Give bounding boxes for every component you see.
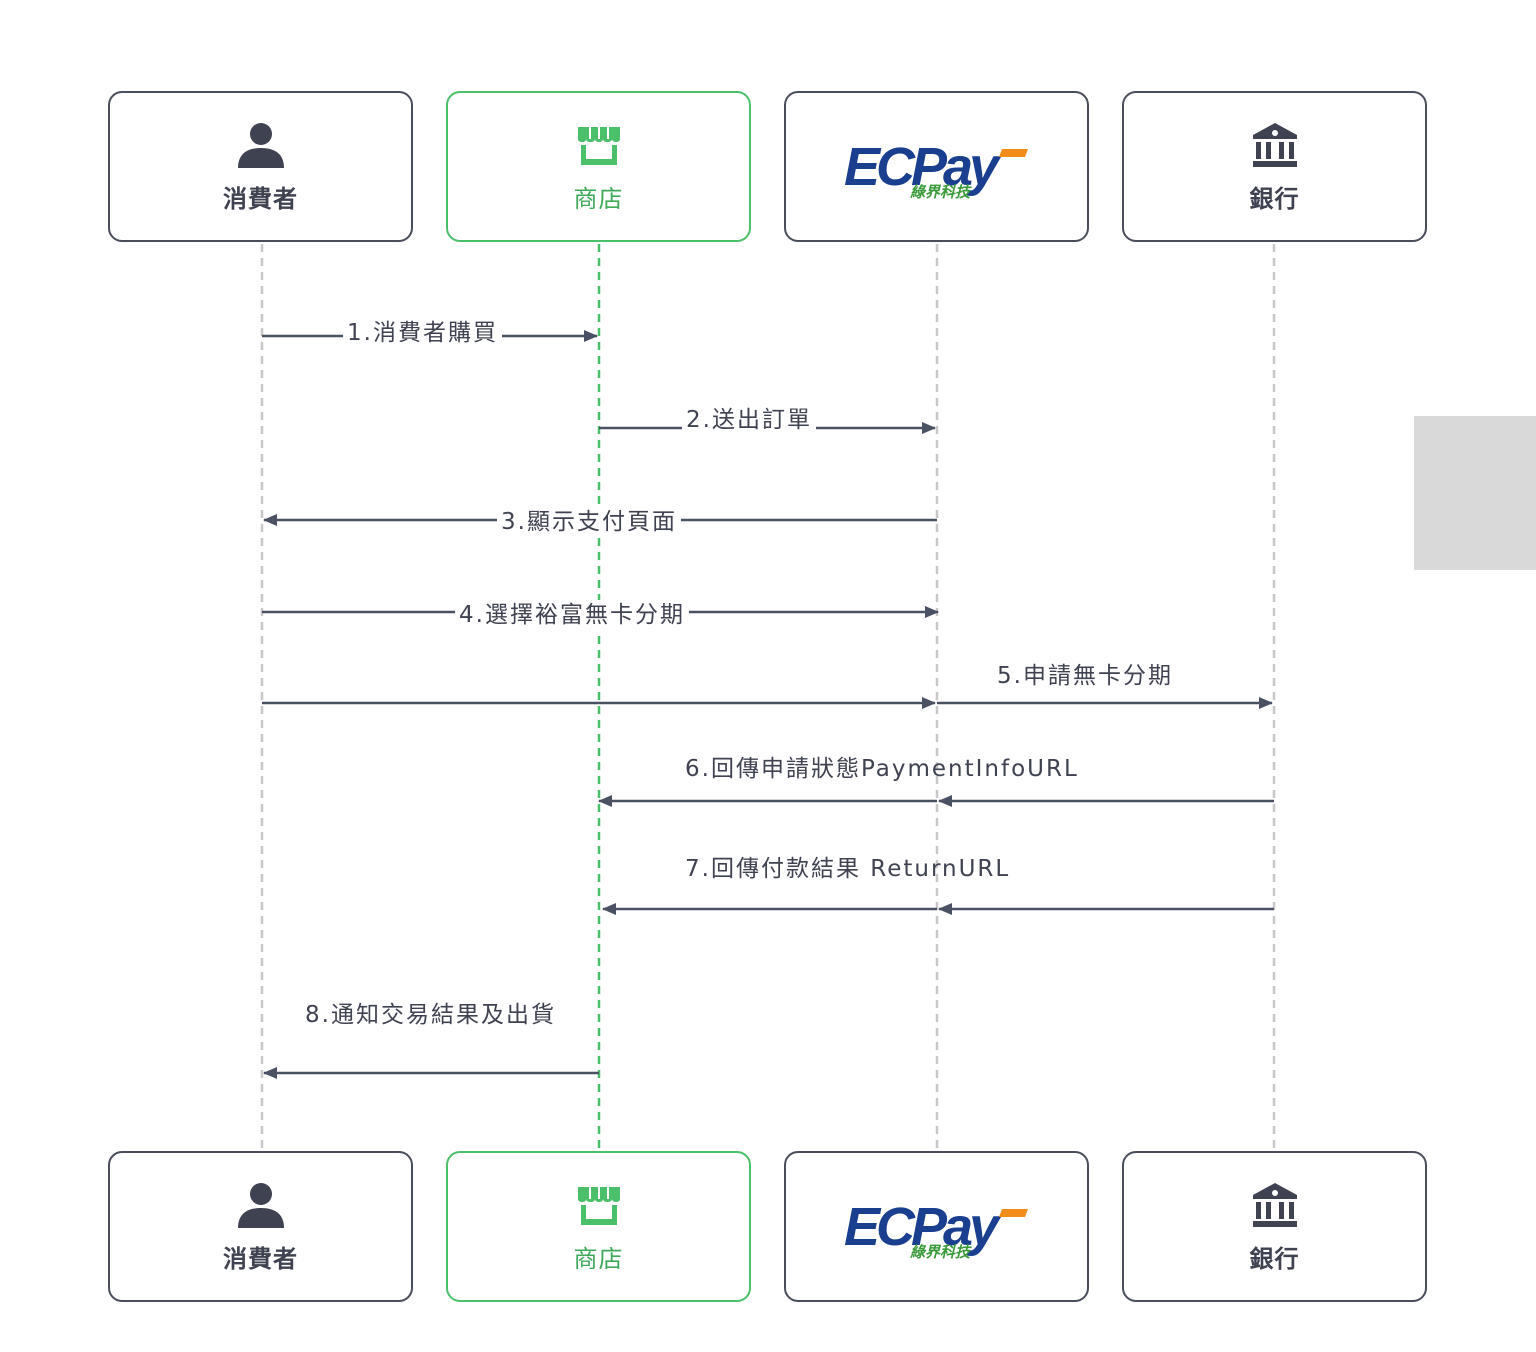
ecpay-logo-icon: ECPay 綠界科技	[844, 137, 1028, 201]
message-7-label: 7.回傳付款結果 ReturnURL	[685, 856, 1011, 882]
store-icon	[577, 127, 620, 165]
participant-bank-bottom: 銀行	[1122, 1151, 1427, 1302]
store-icon	[577, 1187, 620, 1225]
ecpay-logo-subtitle: 綠界科技	[910, 183, 972, 201]
message-8-label: 8.通知交易結果及出貨	[305, 1002, 556, 1028]
participant-ecpay-top: ECPay 綠界科技	[784, 91, 1089, 242]
message-3-label: 3.顯示支付頁面	[497, 507, 681, 537]
side-panel-placeholder	[1414, 416, 1536, 570]
participant-bank-top: 銀行	[1122, 91, 1427, 242]
bank-icon	[1252, 123, 1297, 167]
ecpay-logo-text: ECPay	[844, 137, 1002, 197]
participant-label: 商店	[573, 1245, 624, 1273]
message-5-label: 5.申請無卡分期	[997, 663, 1173, 689]
participant-label: 消費者	[223, 185, 298, 213]
ecpay-logo-subtitle: 綠界科技	[910, 1243, 972, 1261]
ecpay-logo-text: ECPay	[844, 1197, 1002, 1257]
message-2-label: 2.送出訂單	[682, 405, 816, 435]
message-1-label: 1.消費者購買	[343, 318, 502, 348]
ecpay-logo: ECPay 綠界科技	[786, 1193, 1087, 1268]
participant-store-bottom: 商店	[446, 1151, 751, 1302]
participant-consumer-top: 消費者	[108, 91, 413, 242]
message-6-label: 6.回傳申請狀態PaymentInfoURL	[685, 756, 1079, 782]
participant-label: 商店	[573, 185, 624, 213]
participant-consumer-bottom: 消費者	[108, 1151, 413, 1302]
participant-label: 銀行	[1249, 1245, 1300, 1273]
participant-label: 消費者	[223, 1245, 298, 1273]
ecpay-logo: ECPay 綠界科技	[786, 133, 1087, 208]
user-icon	[237, 1183, 284, 1228]
message-4-label: 4.選擇裕富無卡分期	[455, 600, 689, 630]
participant-label: 銀行	[1249, 185, 1300, 213]
bank-icon	[1252, 1183, 1297, 1227]
participant-ecpay-bottom: ECPay 綠界科技	[784, 1151, 1089, 1302]
user-icon	[237, 123, 284, 168]
ecpay-logo-icon: ECPay 綠界科技	[844, 1197, 1028, 1261]
participant-store-top: 商店	[446, 91, 751, 242]
